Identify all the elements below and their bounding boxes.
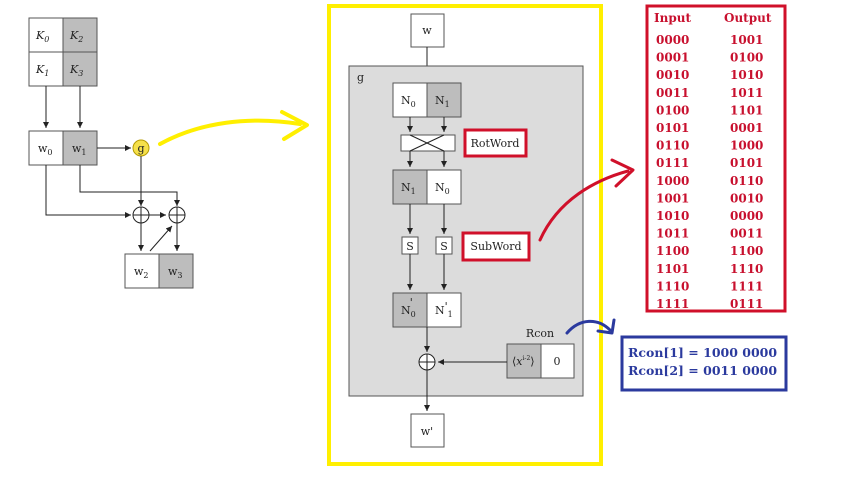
sbox-table: Input Output 0000 1001 0001 0100 0010 1010 001… (645, 4, 787, 313)
sbox-input-cell: 1101 (656, 262, 689, 276)
n0-swapped-box (426, 169, 462, 205)
sbox-output-cell: 0000 (730, 209, 763, 223)
s-left-label: S (406, 240, 414, 253)
red-connector-arrow (538, 158, 635, 242)
sbox-output-cell: 1010 (730, 68, 763, 82)
sbox-output-cell: 0110 (730, 174, 763, 188)
sbox-input-cell: 1111 (656, 297, 689, 311)
sbox-output-cell: 0100 (730, 51, 763, 65)
sbox-output-cell: 0111 (730, 297, 763, 311)
sbox-input-cell: 0001 (656, 51, 689, 65)
k0-label: K0 (35, 29, 49, 44)
g-node-label: g (137, 142, 144, 155)
sbox-output-cell: 1111 (730, 279, 763, 293)
n1-box (426, 82, 462, 118)
input-w-label: w (422, 24, 432, 37)
w1-label: w1 (72, 142, 87, 157)
xor-2 (168, 206, 186, 224)
sbox-input-cell: 0110 (656, 139, 689, 153)
sbox-table-frame (645, 4, 787, 313)
yellow-connector-arrow (158, 110, 309, 146)
rcon-poly-label: ⟨xi-2⟩ (512, 355, 535, 368)
sbox-output-cell: 1110 (730, 262, 763, 276)
n1-swapped-box (392, 169, 428, 205)
k2-cell (62, 17, 98, 53)
sbox-output-cell: 0001 (730, 121, 763, 135)
rcon-zero-label: 0 (554, 355, 561, 368)
n0-swapped-label: N0 (435, 181, 450, 196)
sbox-output-cell: 1100 (730, 244, 763, 258)
sbox-output-cell: 1011 (730, 86, 763, 100)
xor-1 (132, 206, 150, 224)
sbox-input-cell: 0100 (656, 103, 689, 117)
g-panel-label: g (357, 71, 364, 84)
sbox-rows: 0000 1001 0001 0100 0010 1010 0011 1011 0100 1101… (656, 33, 763, 311)
n0-box (392, 82, 428, 118)
n0-label: N0 (401, 94, 416, 109)
sbox-output-cell: 0101 (730, 156, 763, 170)
n0-prime-label: N0' (401, 296, 416, 319)
sbox-input-cell: 0101 (656, 121, 689, 135)
rcon-values-box: Rcon[1] = 1000 0000 Rcon[2] = 0011 0000 (620, 335, 788, 392)
subword-label: SubWord (470, 240, 521, 253)
sbox-output-cell: 1101 (730, 103, 763, 117)
sbox-input-cell: 0111 (656, 156, 689, 170)
output-w-label: w' (421, 425, 433, 438)
key-schedule: K0 K2 K1 K3 w0 w1 g (28, 17, 194, 289)
n0-prime-box (392, 292, 428, 328)
w0-label: w0 (38, 142, 53, 157)
k3-cell (62, 51, 98, 87)
sbox-input-cell: 0010 (656, 68, 689, 82)
sbox-input-cell: 1011 (656, 227, 689, 241)
k3-label: K3 (69, 63, 83, 78)
rotword-swap-box (400, 134, 456, 152)
k1-label: K1 (35, 63, 49, 78)
sbox-header-output: Output (724, 11, 772, 25)
sbox-input-cell: 1110 (656, 279, 689, 293)
n1-swapped-label: N1 (401, 181, 416, 196)
rotword-label-box (463, 128, 528, 158)
g-function-detail: w g N0 N1 RotWord N1 N0 S (327, 4, 603, 466)
sbox-input-cell: 1100 (656, 244, 689, 258)
sbox-output-cell: 1000 (730, 139, 763, 153)
rcon-label: Rcon (526, 327, 554, 340)
k0-cell (28, 17, 64, 53)
n1-label: N1 (435, 94, 450, 109)
n1-prime-label: N'1 (435, 300, 453, 319)
rcon-1-text: Rcon[1] = 1000 0000 (628, 345, 777, 360)
arrow-w1-xor2 (79, 165, 180, 206)
output-w-box (410, 413, 445, 448)
sbox-output-cell: 0011 (730, 227, 763, 241)
subword-label-box (461, 231, 531, 262)
w3-label: w3 (168, 265, 183, 280)
w2-label: w2 (134, 265, 149, 280)
rcon-values-frame (620, 335, 788, 392)
rotword-label: RotWord (471, 137, 520, 150)
arrow-w2-xor2 (149, 225, 173, 252)
input-w-box (410, 13, 445, 48)
w3-cell (158, 253, 194, 289)
sbox-input-cell: 1000 (656, 174, 689, 188)
sbox-output-cell: 1001 (730, 33, 763, 47)
k2-label: K2 (69, 29, 83, 44)
xor-rcon (418, 353, 436, 371)
arrow-w0-xor1 (45, 165, 131, 218)
sbox-input-cell: 0000 (656, 33, 689, 47)
rcon-2-text: Rcon[2] = 0011 0000 (628, 363, 777, 378)
s-right-label: S (440, 240, 448, 253)
blue-connector-arrow (565, 318, 616, 335)
sbox-header-input: Input (654, 11, 691, 25)
sbox-input-cell: 1001 (656, 191, 689, 205)
sbox-output-cell: 0010 (730, 191, 763, 205)
sbox-input-cell: 0011 (656, 86, 689, 100)
n1-prime-box (426, 292, 462, 328)
rcon-zero-box (540, 343, 575, 379)
sbox-input-cell: 1010 (656, 209, 689, 223)
